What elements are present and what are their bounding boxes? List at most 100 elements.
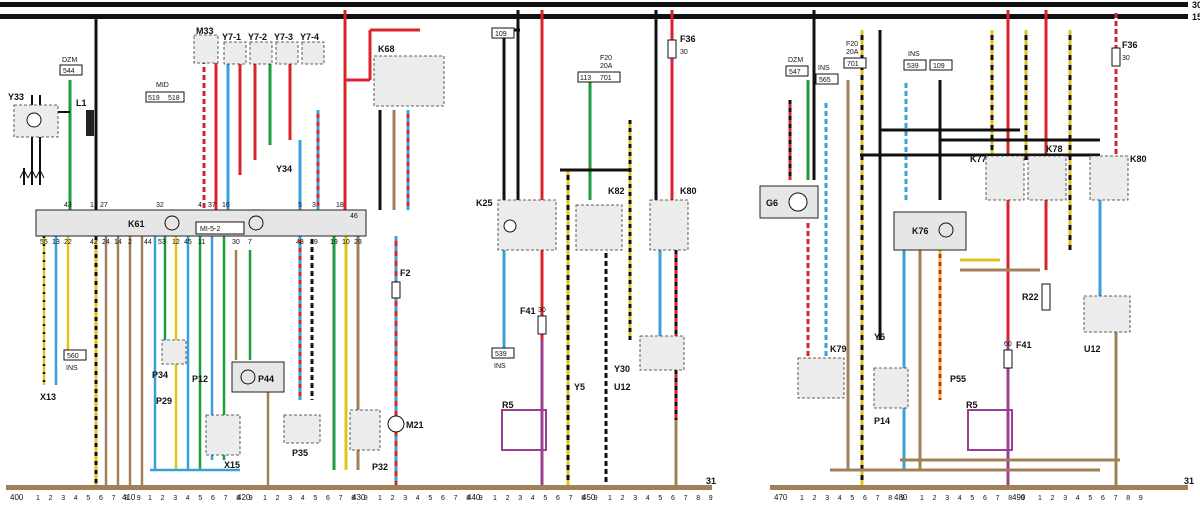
svg-text:F36: F36: [1122, 40, 1138, 50]
ground-cell: 3: [61, 495, 65, 502]
svg-text:P14: P14: [874, 416, 890, 426]
svg-text:565: 565: [819, 77, 831, 84]
ground-section-420: 420: [237, 493, 251, 502]
ground-cell: 5: [543, 495, 547, 502]
ground-section-440: 440: [467, 493, 481, 502]
ground-cell: 6: [99, 495, 103, 502]
ground-cell: 1: [1038, 495, 1042, 502]
ground-cell: 9: [1139, 495, 1143, 502]
k25-relay: K25: [476, 198, 557, 251]
ground-cell: 2: [933, 495, 937, 502]
k68-relay: K68: [373, 44, 445, 107]
ground-cell: 4: [301, 495, 305, 502]
svg-text:14: 14: [114, 239, 122, 246]
k80-left-relay: K80: [649, 186, 697, 251]
k79-relay: K79: [797, 344, 847, 399]
ground-cell: 3: [945, 495, 949, 502]
ground-section-470: 470: [774, 493, 788, 502]
p34-sensor: P34: [152, 339, 187, 380]
y5-left-valve: Y5: [574, 382, 585, 392]
svg-text:K77: K77: [970, 154, 987, 164]
svg-text:Y7-3: Y7-3: [274, 32, 293, 42]
svg-text:519: 519: [148, 95, 160, 102]
svg-text:32: 32: [156, 202, 164, 209]
svg-text:46: 46: [350, 213, 358, 220]
ground-cell: 4: [416, 495, 420, 502]
svg-text:45: 45: [184, 239, 192, 246]
ground-cell: 1: [148, 495, 152, 502]
p12-sensor: P12: [192, 374, 208, 384]
ground-bar-left: [6, 485, 712, 490]
svg-text:K79: K79: [830, 344, 847, 354]
ground-cell: 5: [1088, 495, 1092, 502]
ground-cell: 5: [850, 495, 854, 502]
k82-relay: K82: [575, 186, 625, 251]
ground-cell: 2: [621, 495, 625, 502]
ground-cell: 6: [211, 495, 215, 502]
svg-text:X15: X15: [224, 460, 240, 470]
y5-right-valve: Y5: [874, 332, 885, 342]
svg-text:55: 55: [40, 239, 48, 246]
svg-text:560: 560: [67, 353, 79, 360]
svg-text:22: 22: [64, 239, 72, 246]
svg-text:K80: K80: [680, 186, 697, 196]
ground-cell: 9: [137, 495, 141, 502]
svg-text:F20: F20: [600, 55, 612, 62]
svg-text:11: 11: [198, 239, 205, 246]
svg-text:37: 37: [208, 202, 216, 209]
svg-text:U12: U12: [1084, 344, 1101, 354]
svg-text:49: 49: [310, 239, 318, 246]
svg-text:Y5: Y5: [874, 332, 885, 342]
injectors: M33 Y7-1 Y7-2 Y7-3 Y7-4: [193, 26, 325, 65]
svg-text:10: 10: [342, 239, 350, 246]
ground-cell: 6: [863, 495, 867, 502]
ground-cell: 9: [594, 495, 598, 502]
tag-dzm544: DZM 544: [59, 57, 83, 76]
ground-cell: 4: [958, 495, 962, 502]
ground-cell: 8: [236, 495, 240, 502]
svg-text:F20: F20: [846, 41, 858, 48]
svg-text:K80: K80: [1130, 154, 1147, 164]
svg-text:K25: K25: [476, 198, 493, 208]
svg-text:4: 4: [198, 202, 202, 209]
svg-text:7: 7: [248, 239, 252, 246]
ground-cell: 4: [531, 495, 535, 502]
svg-text:701: 701: [600, 75, 612, 82]
ground-cell: 8: [466, 495, 470, 502]
svg-text:27: 27: [100, 202, 108, 209]
svg-text:113: 113: [580, 75, 591, 82]
svg-text:43: 43: [64, 202, 72, 209]
k61-label: K61: [128, 219, 145, 229]
injector-4: Y7-4: [300, 32, 325, 65]
tag-109a: 109: [491, 27, 515, 39]
r5-right: R5: [966, 400, 1013, 451]
svg-text:28: 28: [354, 239, 362, 246]
ground-cell: 4: [74, 495, 78, 502]
svg-text:60: 60: [1004, 341, 1012, 348]
svg-text:Y5: Y5: [574, 382, 585, 392]
svg-text:Y7-2: Y7-2: [248, 32, 267, 42]
ground-cell: 8: [696, 495, 700, 502]
svg-text:13: 13: [52, 239, 60, 246]
k80-right-relay: K80: [1089, 154, 1147, 201]
svg-text:701: 701: [847, 61, 859, 68]
injector-3: Y7-3: [274, 32, 299, 65]
p32-sensor: P32: [349, 409, 388, 472]
f2-fuse: F2: [391, 268, 411, 299]
g6-alternator: G6: [759, 185, 819, 219]
ground-cell: 1: [378, 495, 382, 502]
p55-sensor: P55: [950, 374, 966, 384]
svg-text:544: 544: [63, 68, 75, 75]
svg-text:R22: R22: [1022, 292, 1039, 302]
ground-cell: 8: [888, 495, 892, 502]
svg-text:X13: X13: [40, 392, 56, 402]
ground-cell: 3: [173, 495, 177, 502]
svg-text:K76: K76: [912, 226, 929, 236]
ground-section-430: 430: [352, 493, 366, 502]
k68-label: K68: [378, 44, 395, 54]
k76-relay: K76: [893, 211, 967, 251]
svg-text:30: 30: [680, 49, 688, 56]
